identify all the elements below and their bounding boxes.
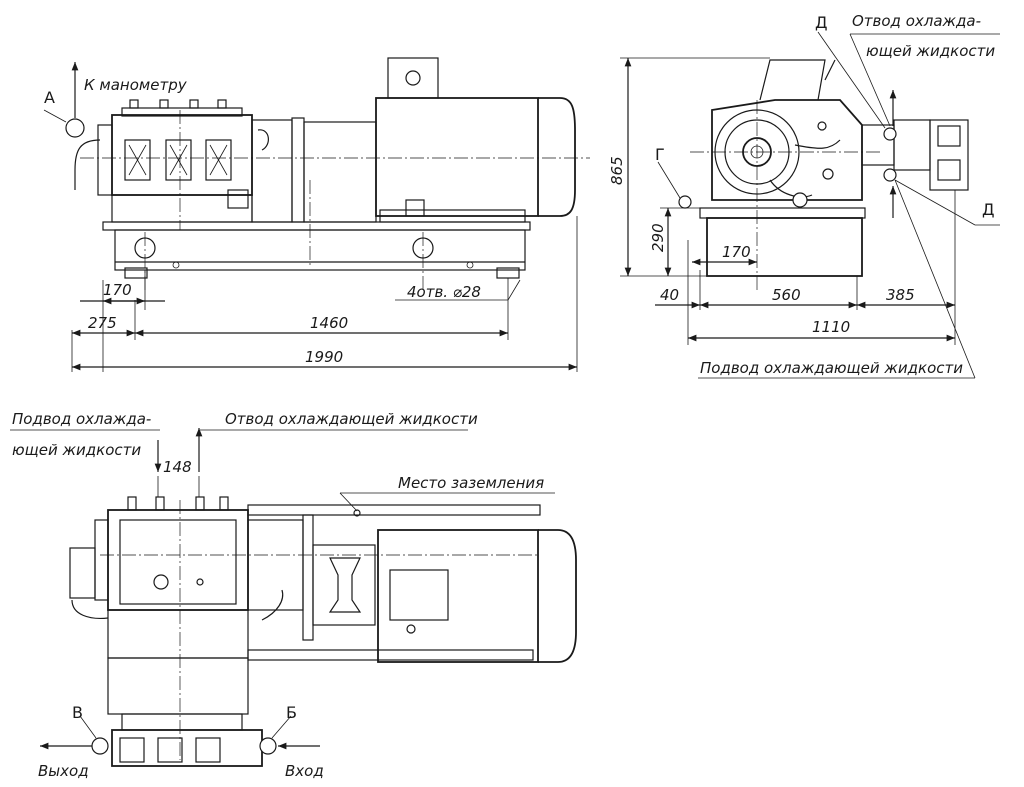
dim-side-1110: 1110: [812, 318, 850, 336]
plan-view: [10, 428, 577, 767]
dim-front-1990: 1990: [305, 348, 343, 366]
label-cool-in-plan-1: Подвод охлажда-: [12, 410, 151, 428]
side-view: [620, 31, 1000, 379]
label-cool-in-side: Подвод охлаждающей жидкости: [700, 359, 963, 377]
label-grounding: Место заземления: [398, 474, 544, 492]
label-inlet: Вход: [285, 762, 324, 780]
label-cool-out-plan: Отвод охлаждающей жидкости: [225, 410, 478, 428]
label-letter-d-top: Д: [815, 13, 828, 32]
dim-side-170: 170: [722, 243, 751, 261]
label-letter-d-right: Д: [982, 200, 995, 219]
dim-side-385: 385: [886, 286, 915, 304]
label-cool-out-top-2: ющей жидкости: [866, 42, 995, 60]
label-letter-v: В: [72, 703, 83, 722]
label-cool-out-top-1: Отвод охлажда-: [852, 12, 981, 30]
front-view: [43, 57, 590, 372]
label-holes: 4отв. ⌀28: [407, 283, 481, 301]
dim-front-275: 275: [88, 314, 117, 332]
dim-front-1460: 1460: [310, 314, 348, 332]
label-to-manometer: К манометру: [84, 76, 188, 94]
label-letter-g: Г: [655, 145, 665, 164]
dim-plan-148: 148: [163, 458, 192, 476]
label-letter-a: А: [44, 88, 55, 107]
label-outlet: Выход: [38, 762, 89, 780]
dim-side-560: 560: [772, 286, 801, 304]
dim-side-40: 40: [660, 286, 679, 304]
label-cool-in-plan-2: ющей жидкости: [12, 441, 141, 459]
dim-side-865: 865: [608, 156, 626, 185]
dim-front-170: 170: [103, 281, 132, 299]
dim-side-290: 290: [649, 223, 667, 252]
label-letter-b: Б: [286, 703, 297, 722]
